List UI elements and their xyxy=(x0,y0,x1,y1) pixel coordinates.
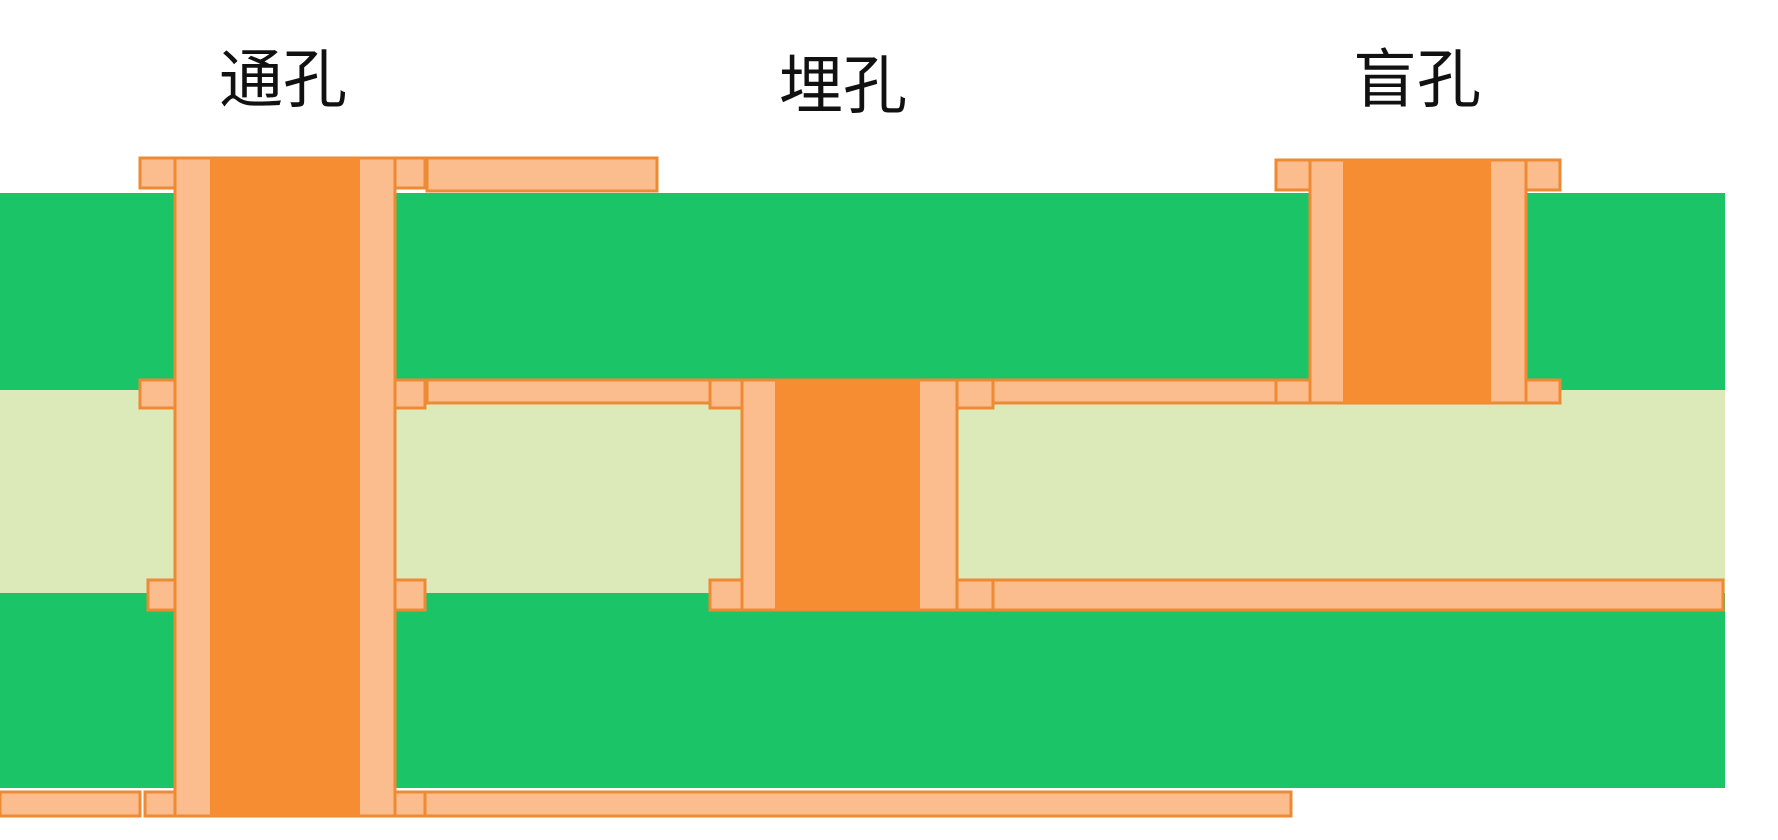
buried-via-label: 埋孔 xyxy=(779,50,907,124)
buried-via xyxy=(708,378,995,612)
through-via xyxy=(138,156,427,818)
through-via-copper-core xyxy=(210,158,360,816)
inner-trace-left xyxy=(425,378,712,405)
blind-via xyxy=(1274,158,1562,405)
copper-traces xyxy=(0,156,1725,818)
buried-via-copper-core xyxy=(775,380,920,610)
bottom-trace-right xyxy=(422,790,1293,818)
through-via-label: 通孔 xyxy=(219,44,347,118)
top-trace xyxy=(425,156,659,193)
blind-via-label: 盲孔 xyxy=(1353,44,1481,118)
inner-trace-right xyxy=(991,378,1278,405)
inner-trace-bottom xyxy=(991,578,1725,612)
blind-via-copper-core xyxy=(1343,160,1491,403)
bottom-trace-left xyxy=(0,790,142,818)
